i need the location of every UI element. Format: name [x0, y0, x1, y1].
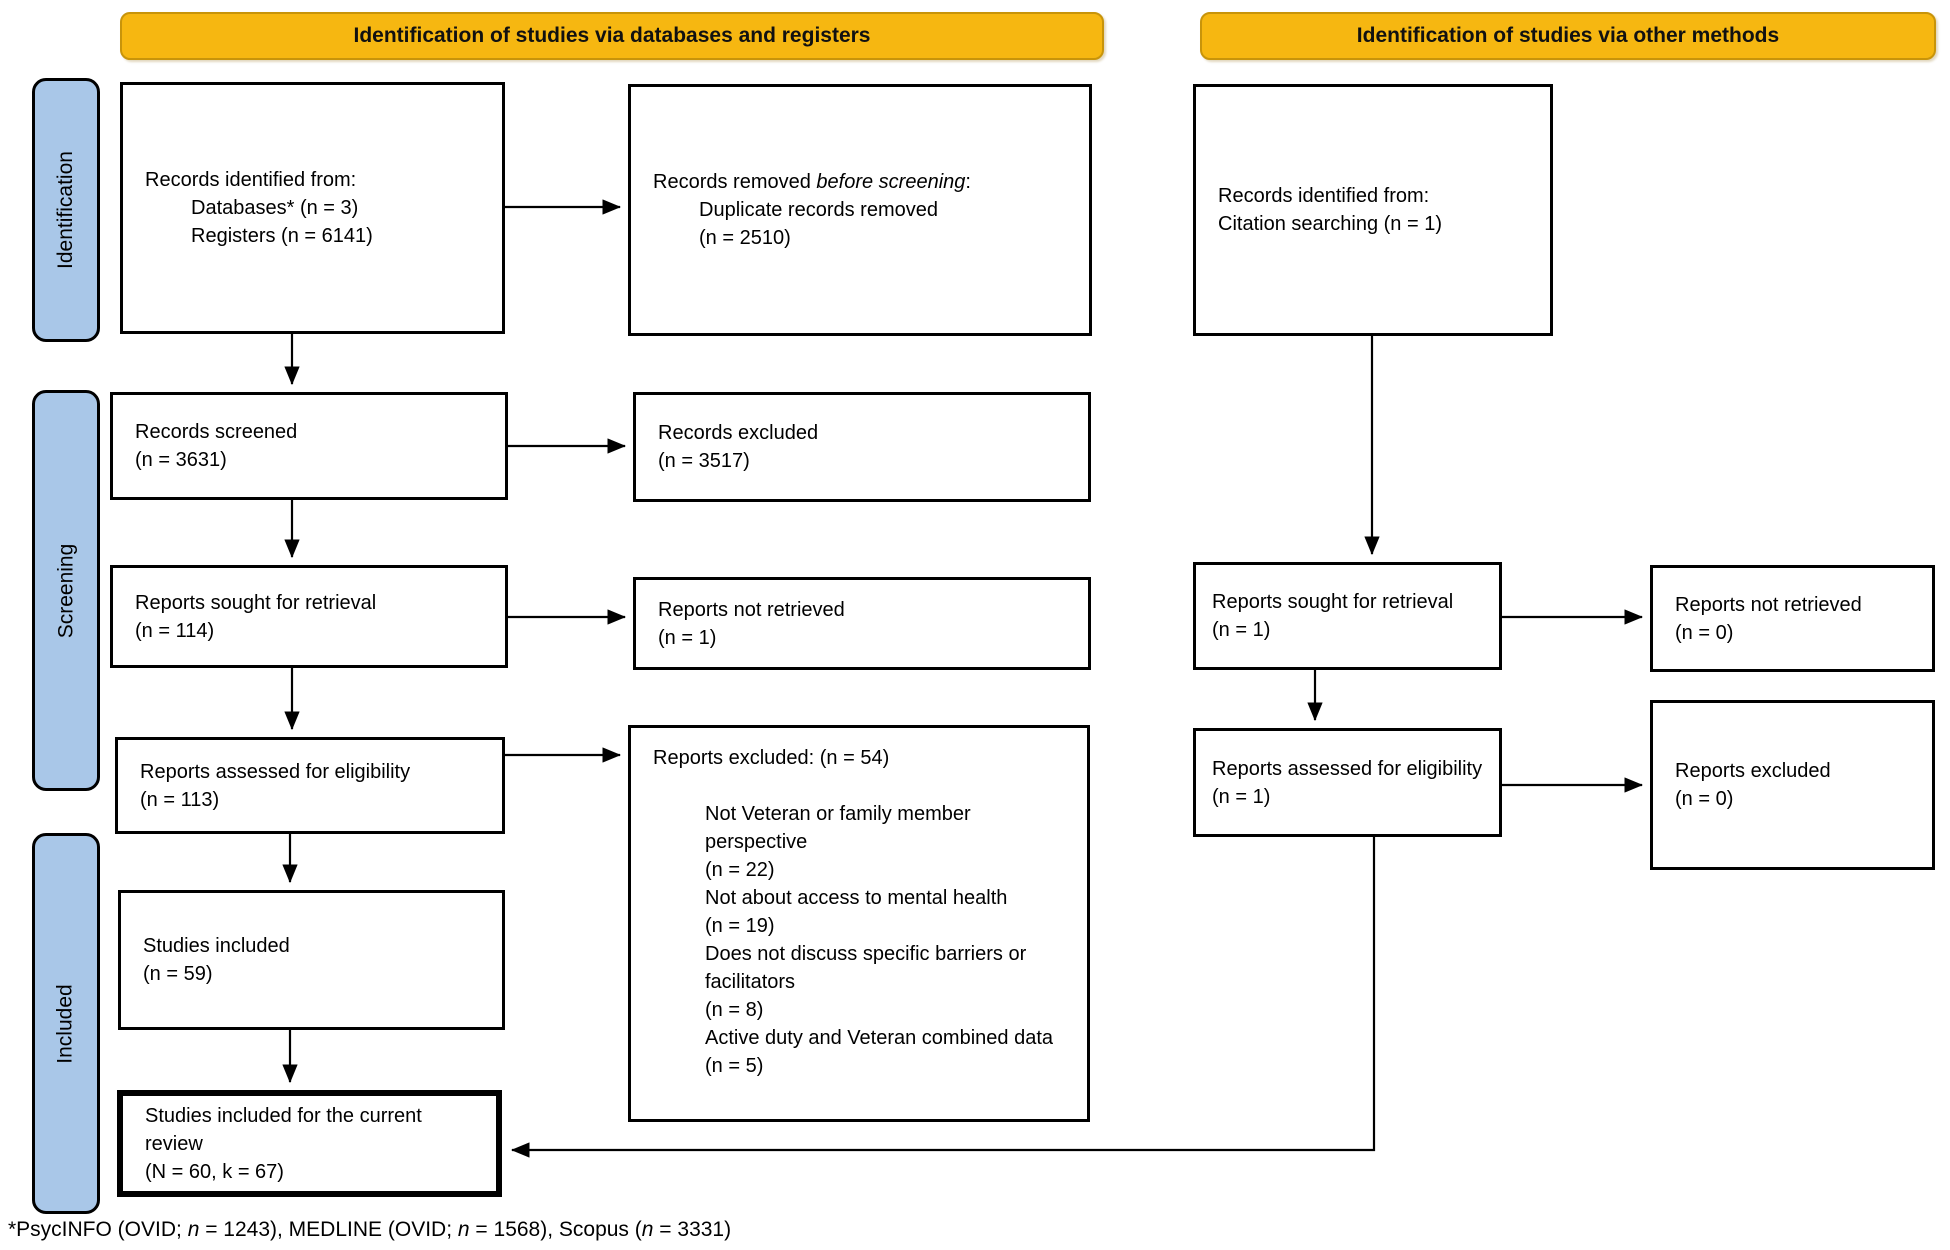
box-records-screened: Records screened (n = 3631) [110, 392, 508, 500]
citation-records-line1: Records identified from: [1218, 185, 1430, 207]
phase-label-screening: Screening [32, 390, 100, 791]
box-records-identified: Records identified from: Databases* (n =… [120, 82, 505, 334]
footnote-segment: = 1243), MEDLINE (OVID; [199, 1218, 458, 1241]
citation-reports-sought-line1: Reports sought for retrieval [1212, 591, 1454, 613]
records-removed-line3: (n = 2510) [699, 227, 791, 249]
records-removed-line2: Duplicate records removed [699, 199, 938, 221]
citation-reports-excluded-line1: Reports excluded [1675, 760, 1831, 782]
records-removed-pre: Records removed [653, 171, 817, 193]
records-identified-line2: Databases* (n = 3) [191, 197, 359, 219]
final-included-line1: Studies included for the current review [145, 1104, 422, 1155]
exclusion-reason: Active duty and Veteran combined data(n … [705, 1027, 1054, 1077]
records-screened-line2: (n = 3631) [135, 449, 227, 471]
records-removed-post: : [965, 171, 971, 193]
exclusion-reason: Not about access to mental health(n = 19… [705, 887, 1008, 937]
footnote-segment: n [187, 1218, 200, 1241]
records-screened-line1: Records screened [135, 421, 298, 443]
footnote-segment: = 3331) [653, 1218, 732, 1241]
footnote-databases: *PsycINFO (OVID; n = 1243), MEDLINE (OVI… [8, 1218, 731, 1242]
box-citation-reports-not-retrieved: Reports not retrieved (n = 0) [1650, 565, 1935, 672]
phase-label-screening-text: Screening [54, 543, 77, 638]
footnote-segment: n [457, 1218, 470, 1241]
banner-databases-registers-label: Identification of studies via databases … [353, 24, 871, 47]
reports-not-retrieved-line1: Reports not retrieved [658, 598, 845, 621]
box-studies-included-current-review: Studies included for the current review … [117, 1090, 502, 1197]
records-excluded-line2: (n = 3517) [658, 450, 750, 472]
exclusion-reasons: Not Veteran or family member perspective… [705, 800, 1060, 1080]
phase-label-included: Included [32, 833, 100, 1214]
records-removed-line1: Records removed before screening: [653, 168, 1075, 196]
box-reports-excluded-reasons: Reports excluded: (n = 54) Not Veteran o… [628, 725, 1090, 1122]
exclusion-reason: Does not discuss specific barriers or fa… [705, 943, 1027, 1021]
reports-not-retrieved-line2: (n = 1) [658, 626, 717, 649]
reports-assessed-line2: (n = 113) [140, 788, 220, 811]
footnote-segment: = 1568), Scopus ( [469, 1218, 642, 1241]
banner-other-methods: Identification of studies via other meth… [1200, 12, 1936, 60]
records-removed-italic: before screening [816, 171, 966, 193]
phase-label-identification: Identification [32, 78, 100, 342]
studies-included-line1: Studies included [143, 935, 290, 957]
phase-label-identification-text: Identification [54, 151, 78, 269]
reports-sought-line2: (n = 114) [135, 619, 215, 642]
banner-databases-registers: Identification of studies via databases … [120, 12, 1104, 60]
records-identified-line3: Registers (n = 6141) [191, 225, 373, 247]
final-included-line2: (N = 60, k = 67) [145, 1160, 284, 1183]
box-reports-sought: Reports sought for retrieval (n = 114) [110, 565, 508, 668]
citation-reports-not-retrieved-line1: Reports not retrieved [1675, 593, 1862, 616]
box-citation-reports-excluded: Reports excluded (n = 0) [1650, 700, 1935, 870]
exclusion-reason: Not Veteran or family member perspective… [705, 803, 971, 881]
citation-reports-assessed-line1: Reports assessed for eligibility [1212, 757, 1483, 780]
citation-reports-not-retrieved-line2: (n = 0) [1675, 621, 1734, 644]
box-reports-assessed: Reports assessed for eligibility (n = 11… [115, 737, 505, 834]
reports-excluded-title: Reports excluded: (n = 54) [653, 747, 890, 769]
box-reports-not-retrieved: Reports not retrieved (n = 1) [633, 577, 1091, 670]
citation-reports-excluded-line2: (n = 0) [1675, 788, 1734, 810]
citation-reports-sought-line2: (n = 1) [1212, 619, 1271, 641]
footnote-segment: *PsycINFO (OVID; [8, 1218, 188, 1241]
phase-label-included-text: Included [54, 983, 77, 1064]
citation-reports-assessed-line2: (n = 1) [1212, 785, 1271, 808]
box-citation-reports-sought: Reports sought for retrieval (n = 1) [1193, 562, 1502, 670]
box-records-removed: Records removed before screening: Duplic… [628, 84, 1092, 336]
reports-sought-line1: Reports sought for retrieval [135, 591, 377, 614]
box-citation-reports-assessed: Reports assessed for eligibility (n = 1) [1193, 728, 1502, 837]
banner-other-methods-label: Identification of studies via other meth… [1356, 24, 1780, 47]
studies-included-line2: (n = 59) [143, 963, 213, 985]
box-citation-records: Records identified from: Citation search… [1193, 84, 1553, 336]
box-records-excluded: Records excluded (n = 3517) [633, 392, 1091, 502]
records-excluded-line1: Records excluded [658, 422, 819, 444]
citation-records-line2: Citation searching (n = 1) [1218, 213, 1443, 235]
records-identified-line1: Records identified from: [145, 169, 357, 191]
reports-assessed-line1: Reports assessed for eligibility [140, 760, 411, 783]
box-studies-included: Studies included (n = 59) [118, 890, 505, 1030]
footnote-segment: n [641, 1218, 654, 1241]
